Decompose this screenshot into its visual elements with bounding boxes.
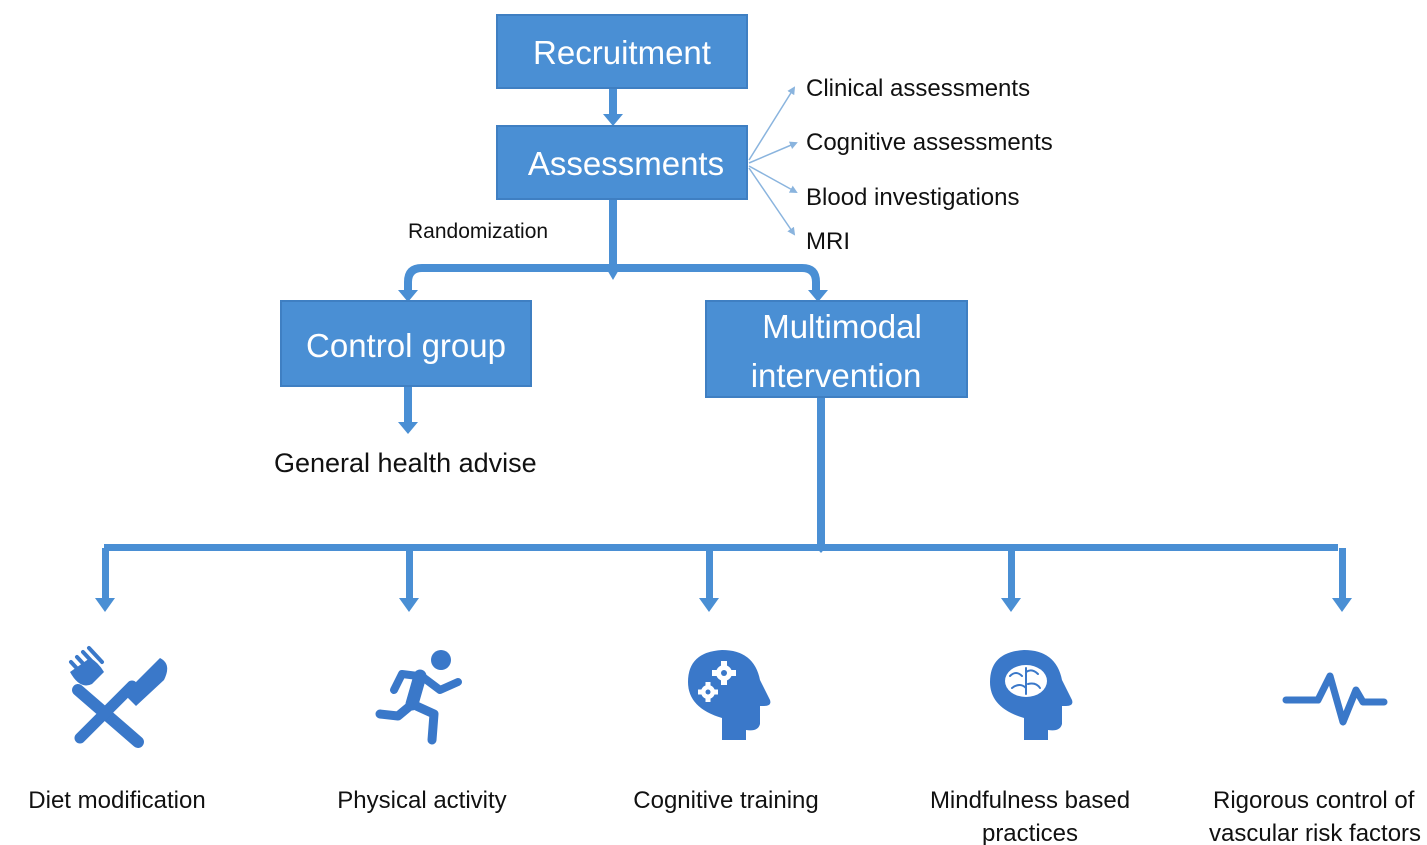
control-outcome-label: General health advise xyxy=(274,448,537,478)
head-gears-icon xyxy=(688,650,771,740)
control-group-label: Control group xyxy=(306,327,506,364)
intervention-label-diet: Diet modification xyxy=(28,787,205,814)
fork-knife-icon xyxy=(69,646,168,748)
assessment-item-blood: Blood investigations xyxy=(806,184,1019,211)
assessment-item-mri: MRI xyxy=(806,228,850,255)
intervention-label-mindfulness-line1: Mindfulness based xyxy=(930,787,1130,814)
intervention-labels: Diet modification Physical activity Cogn… xyxy=(28,787,1421,845)
assessment-item-clinical: Clinical assessments xyxy=(806,75,1030,102)
multimodal-label-line2: intervention xyxy=(751,357,922,394)
assessments-label: Assessments xyxy=(528,145,724,182)
recruitment-box: Recruitment xyxy=(496,14,748,89)
intervention-label-mindfulness-line2: practices xyxy=(982,820,1078,845)
recruitment-label: Recruitment xyxy=(533,34,711,71)
assessment-items: Clinical assessments Cognitive assessmen… xyxy=(806,75,1053,255)
heartbeat-pulse-icon xyxy=(1282,672,1388,726)
multimodal-intervention-box: Multimodal intervention xyxy=(705,300,968,398)
intervention-label-cognitive: Cognitive training xyxy=(633,787,818,814)
randomization-label: Randomization xyxy=(408,220,548,243)
intervention-label-vascular-line1: Rigorous control of xyxy=(1213,787,1415,814)
assessment-fan-arrows xyxy=(748,86,798,236)
multimodal-label-line1: Multimodal xyxy=(762,308,922,345)
intervention-label-physical: Physical activity xyxy=(337,787,506,814)
assessments-box: Assessments xyxy=(496,125,748,200)
running-person-icon xyxy=(375,650,462,745)
control-group-box: Control group xyxy=(280,300,532,387)
head-brain-icon xyxy=(990,650,1073,740)
intervention-label-vascular-line2: vascular risk factors xyxy=(1209,820,1421,845)
connectors xyxy=(95,88,1352,612)
assessment-item-cognitive: Cognitive assessments xyxy=(806,129,1053,156)
